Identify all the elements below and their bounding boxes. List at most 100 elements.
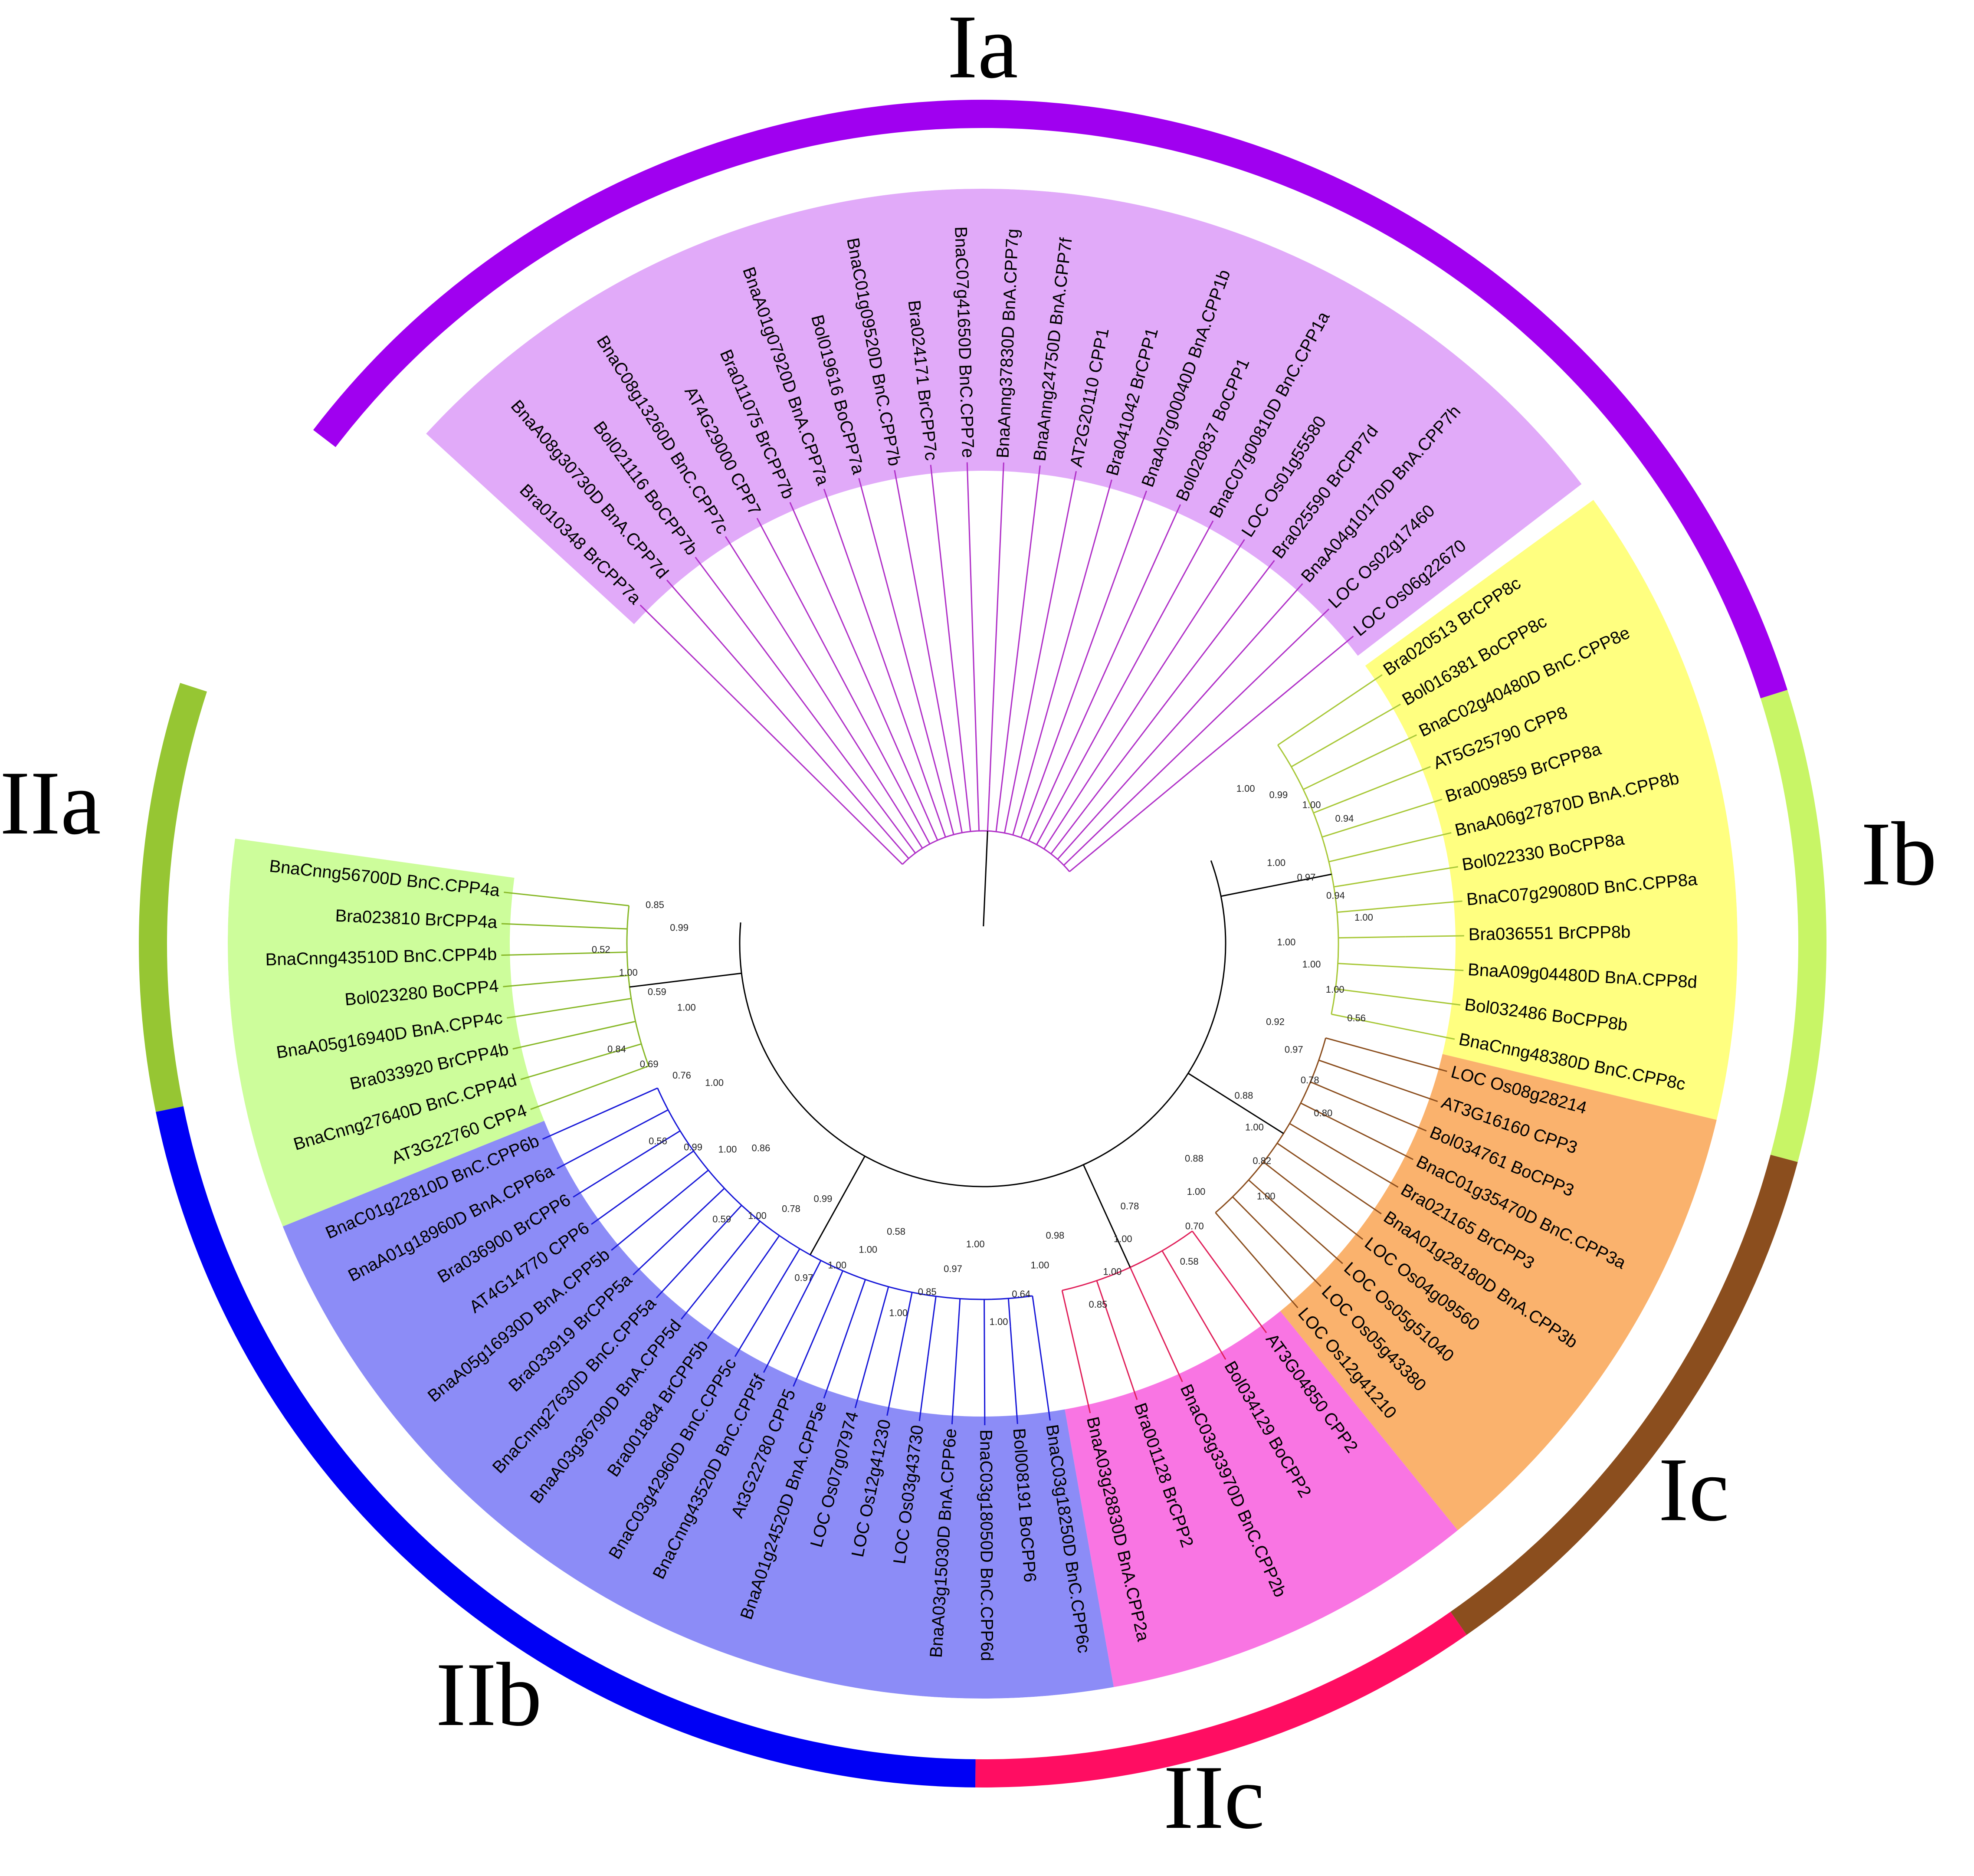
bootstrap-value: 1.00 xyxy=(1103,1266,1122,1277)
branch xyxy=(1289,1123,1342,1155)
branch xyxy=(1004,784,1015,833)
bootstrap-value: 0.64 xyxy=(1012,1289,1030,1299)
branch xyxy=(1376,1022,1455,1040)
branch xyxy=(1243,1245,1299,1309)
bootstrap-value: 0.99 xyxy=(814,1193,833,1204)
branch xyxy=(930,465,967,789)
bootstrap-value: 1.00 xyxy=(718,1144,737,1154)
branch xyxy=(1263,1161,1272,1169)
clade-ring-IIa xyxy=(139,682,207,1112)
branch xyxy=(965,788,971,832)
branch xyxy=(1318,1059,1346,1070)
clade-node-arc xyxy=(1277,744,1339,1014)
branch xyxy=(556,1124,640,1169)
branch xyxy=(1277,674,1383,746)
branch xyxy=(639,1109,669,1126)
backbone-branch xyxy=(983,831,988,927)
branch xyxy=(995,810,1000,832)
branch xyxy=(1352,990,1461,1006)
branch xyxy=(1087,560,1275,806)
bootstrap-value: 1.00 xyxy=(1277,937,1296,948)
bootstrap-value: 0.86 xyxy=(752,1142,771,1153)
branch xyxy=(1129,1267,1154,1319)
branch xyxy=(580,1020,636,1035)
branch xyxy=(633,1241,669,1276)
branch xyxy=(1232,1196,1280,1245)
branch xyxy=(591,1167,671,1225)
branch xyxy=(599,998,632,1004)
branch xyxy=(793,1332,817,1387)
branch xyxy=(1380,798,1443,820)
branch xyxy=(1099,636,1354,847)
branch xyxy=(1300,1102,1330,1118)
branch xyxy=(592,951,627,954)
branch xyxy=(573,1160,633,1198)
branch xyxy=(998,465,1041,810)
backbone-arc xyxy=(739,860,1226,1187)
branch xyxy=(520,1051,615,1080)
clade-band-IIa xyxy=(228,838,544,1227)
bootstrap-value: 0.97 xyxy=(1297,872,1316,883)
branch xyxy=(1036,794,1064,845)
clade-ring-Ia xyxy=(313,100,1787,699)
branch xyxy=(530,1065,649,1110)
branch xyxy=(1071,608,1330,859)
branch xyxy=(1012,759,1035,835)
branch xyxy=(941,826,946,838)
bootstrap-value: 1.00 xyxy=(619,967,638,978)
branch xyxy=(1334,884,1345,888)
clade-label-IIb: IIb xyxy=(436,1644,542,1745)
background-gap-ring xyxy=(180,141,1785,1746)
bootstrap-value: 1.00 xyxy=(1326,984,1344,995)
backbone-branch xyxy=(810,1156,866,1255)
bootstrap-value: 1.00 xyxy=(1257,1191,1276,1202)
clade-ring-IIb xyxy=(156,1106,976,1787)
branch xyxy=(1176,1275,1226,1360)
branch xyxy=(1279,1244,1321,1287)
branch xyxy=(790,1248,800,1264)
bootstrap-value: 0.85 xyxy=(646,899,664,910)
bootstrap-value: 1.00 xyxy=(705,1077,724,1088)
branch xyxy=(984,1355,986,1425)
branch xyxy=(816,1270,844,1333)
branch xyxy=(1191,1230,1267,1333)
bootstrap-value: 1.00 xyxy=(990,1316,1008,1327)
branch xyxy=(1345,1069,1438,1102)
bootstrap-value: 0.85 xyxy=(918,1286,937,1297)
branch xyxy=(734,1263,791,1357)
backbone-branch xyxy=(629,972,742,988)
branch xyxy=(1313,800,1344,814)
bootstrap-value: 0.78 xyxy=(1121,1200,1139,1211)
branch xyxy=(823,489,943,827)
clade-band-IIc xyxy=(1065,1311,1458,1687)
branch xyxy=(1338,963,1381,967)
branch xyxy=(1276,1142,1306,1164)
branch xyxy=(789,502,925,809)
bootstrap-value: 0.99 xyxy=(670,922,689,933)
branch xyxy=(886,1326,906,1416)
bootstrap-value: 1.00 xyxy=(748,1210,767,1221)
bootstrap-value: 0.97 xyxy=(1285,1044,1303,1055)
clade-label-Ib: Ib xyxy=(1861,804,1937,904)
branch xyxy=(725,536,906,821)
branch xyxy=(1272,1168,1364,1240)
branch xyxy=(1248,1179,1279,1207)
bootstrap-value: 1.00 xyxy=(677,1002,696,1013)
bootstrap-value: 0.59 xyxy=(648,986,666,997)
clade-label-Ic: Ic xyxy=(1658,1440,1729,1540)
branch xyxy=(951,1331,959,1424)
branch xyxy=(1075,1349,1091,1414)
bootstrap-value: 1.00 xyxy=(966,1239,985,1250)
bootstrap-value: 0.97 xyxy=(944,1263,962,1274)
clade-bands xyxy=(228,189,1738,1699)
branch xyxy=(881,807,916,854)
branch xyxy=(1028,815,1041,841)
bootstrap-value: 0.85 xyxy=(1089,1299,1107,1310)
clade-ring-IIc xyxy=(975,1612,1467,1787)
bootstrap-value: 0.59 xyxy=(712,1214,731,1225)
branch xyxy=(753,1235,780,1273)
bootstrap-value: 0.56 xyxy=(649,1136,667,1147)
backbone-branch xyxy=(1082,1164,1131,1268)
branch xyxy=(503,980,568,987)
branch xyxy=(904,820,923,849)
